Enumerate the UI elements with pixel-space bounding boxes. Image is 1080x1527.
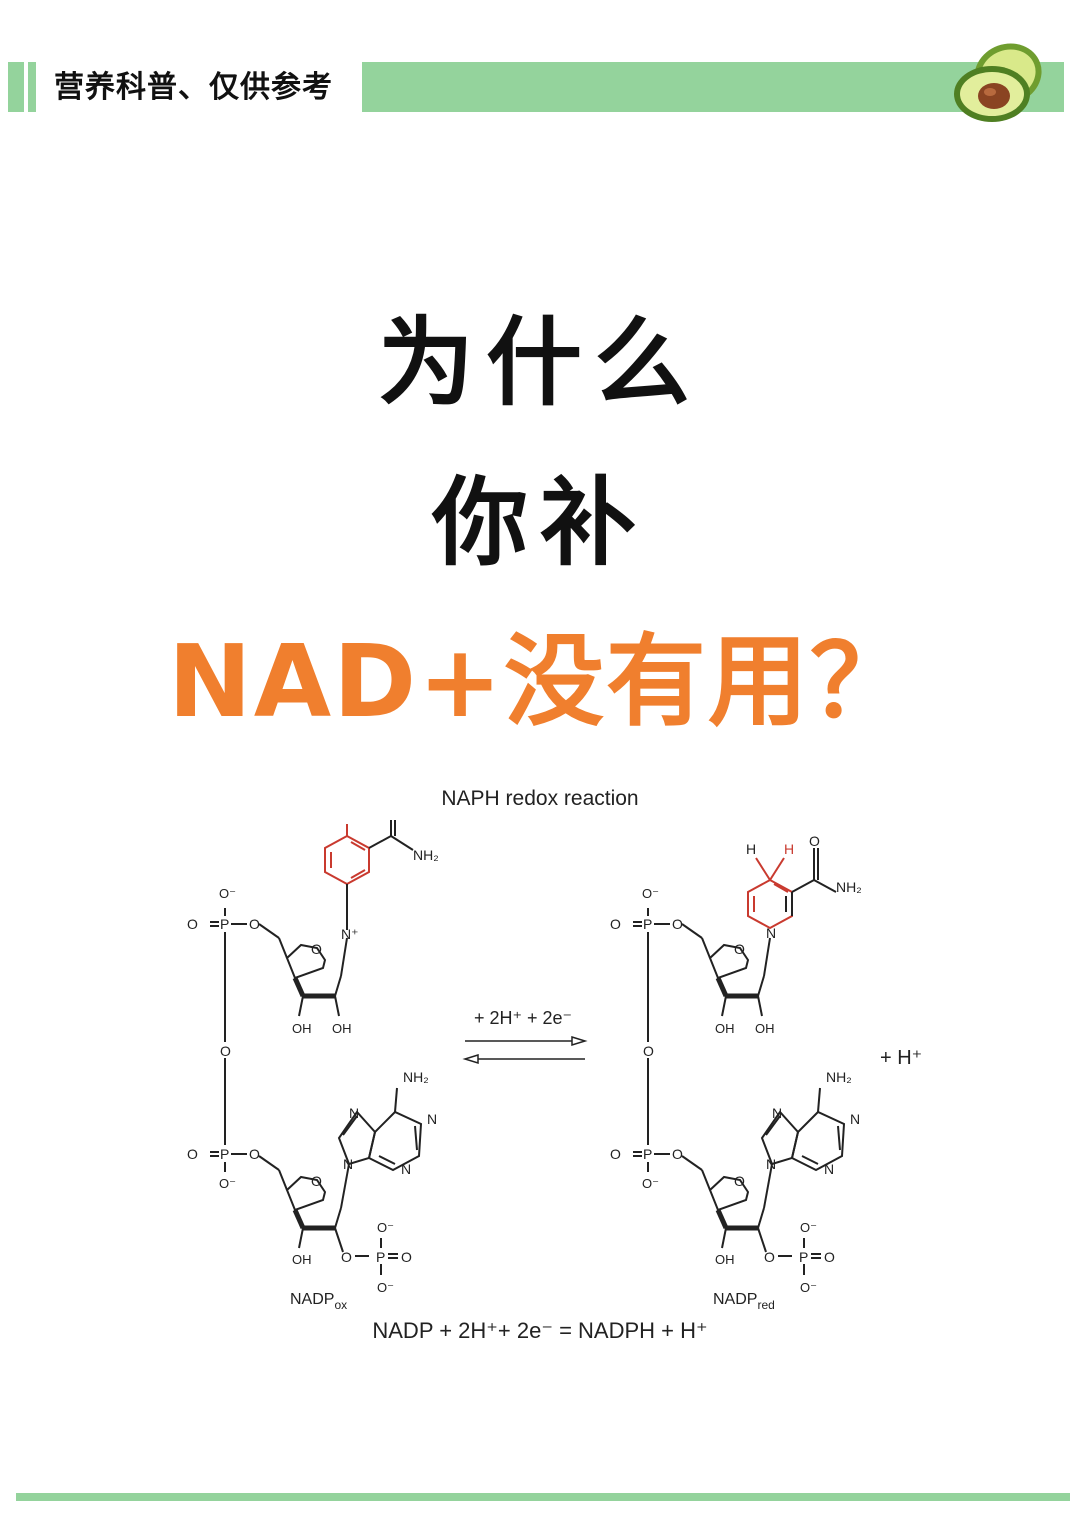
atom-o: O	[672, 916, 683, 932]
atom-o-minus: O⁻	[219, 1176, 236, 1191]
atom-o-minus: O⁻	[377, 1280, 394, 1295]
atom-o: O	[401, 1249, 412, 1265]
atom-nh2-amide-red: NH₂	[836, 879, 862, 895]
atom-o: O	[764, 1249, 775, 1265]
atom-o: O	[824, 1249, 835, 1265]
header-stripe-left-a	[8, 62, 24, 112]
nadp-redox-diagram: H O NH₂ N⁺ H H O NH₂ N O⁻ O P	[187, 820, 922, 1312]
atom-labels-left: O⁻ O P O O OH OH O O P O O⁻ O OH O O⁻ P …	[187, 886, 437, 1295]
atom-oh: OH	[715, 1021, 735, 1036]
atom-h-top-ox: H	[341, 820, 351, 821]
label-nadp-ox: NADPox	[290, 1291, 347, 1312]
atom-o: O	[341, 1249, 352, 1265]
atom-o-bridge: O	[643, 1043, 654, 1059]
nadp-ox-molecule: H O NH₂ N⁺	[210, 820, 439, 1275]
atom-n: N	[427, 1111, 437, 1127]
figure-title: NAPH redox reaction	[441, 787, 639, 810]
atom-n: N	[766, 1156, 776, 1172]
atom-oh: OH	[332, 1021, 352, 1036]
atom-o-minus: O⁻	[642, 1176, 659, 1191]
atom-n: N	[401, 1161, 411, 1177]
atom-o-minus: O⁻	[642, 886, 659, 901]
atom-nh2-amide-ox: NH₂	[413, 847, 439, 863]
atom-nh2: NH₂	[826, 1069, 852, 1085]
atom-p: P	[643, 1146, 652, 1162]
atom-o-minus: O⁻	[219, 886, 236, 901]
atom-n-red: N	[766, 925, 776, 941]
title-line-2: 你补	[432, 466, 648, 579]
atom-oh: OH	[292, 1021, 312, 1036]
atom-o: O	[249, 1146, 260, 1162]
title-line-3: NAD+没有用？	[0, 600, 1080, 745]
atom-o: O	[610, 1146, 621, 1162]
header-bar	[362, 62, 1064, 112]
atom-p: P	[376, 1249, 385, 1265]
atom-o-ring: O	[734, 941, 745, 957]
nadp-red-molecule: H H O NH₂ N	[633, 833, 862, 1275]
atom-h-left-red: H	[746, 841, 756, 857]
atom-nh2: NH₂	[403, 1069, 429, 1085]
atom-o: O	[672, 1146, 683, 1162]
atom-n-plus-ox: N⁺	[341, 926, 359, 942]
atom-o-amide-red: O	[809, 833, 820, 849]
atom-o: O	[249, 916, 260, 932]
atom-o-ring: O	[311, 1173, 322, 1189]
reaction-equation: NADP + 2H⁺+ 2e⁻ = NADPH + H⁺	[372, 1318, 708, 1343]
atom-oh: OH	[292, 1252, 312, 1267]
atom-o-minus: O⁻	[800, 1280, 817, 1295]
reaction-arrow-label: + 2H⁺ + 2e⁻	[474, 1008, 572, 1028]
atom-o-minus: O⁻	[800, 1220, 817, 1235]
atom-n: N	[850, 1111, 860, 1127]
atom-oh: OH	[755, 1021, 775, 1036]
product-h-plus: + H⁺	[880, 1047, 922, 1069]
atom-n: N	[824, 1161, 834, 1177]
atom-n: N	[772, 1105, 782, 1121]
atom-o-bridge: O	[220, 1043, 231, 1059]
atom-n: N	[349, 1105, 359, 1121]
header-tag: 营养科普、仅供参考	[54, 70, 333, 105]
atom-o-ring: O	[734, 1173, 745, 1189]
atom-n: N	[343, 1156, 353, 1172]
title-question: 没有用？	[503, 622, 912, 740]
footer-bar	[16, 1493, 1070, 1501]
title-nad: NAD+	[168, 623, 504, 740]
atom-p: P	[220, 916, 229, 932]
atom-o-amide-ox: O	[386, 820, 397, 821]
atom-o: O	[610, 916, 621, 932]
atom-labels-right: O⁻ O P O O OH OH O O P O O⁻ O OH O O⁻ P …	[610, 886, 860, 1295]
atom-o-minus: O⁻	[377, 1220, 394, 1235]
atom-oh: OH	[715, 1252, 735, 1267]
atom-o-ring: O	[311, 941, 322, 957]
label-nadp-red: NADPred	[713, 1291, 775, 1312]
atom-p: P	[799, 1249, 808, 1265]
atom-h-right-red: H	[784, 841, 794, 857]
equilibrium-arrows	[462, 1035, 588, 1065]
atom-o: O	[187, 916, 198, 932]
title-line-1: 为什么	[378, 306, 702, 419]
atom-p: P	[643, 916, 652, 932]
atom-o: O	[187, 1146, 198, 1162]
avocado-icon	[954, 43, 1042, 122]
header-stripe-left-b	[28, 62, 36, 112]
atom-p: P	[220, 1146, 229, 1162]
